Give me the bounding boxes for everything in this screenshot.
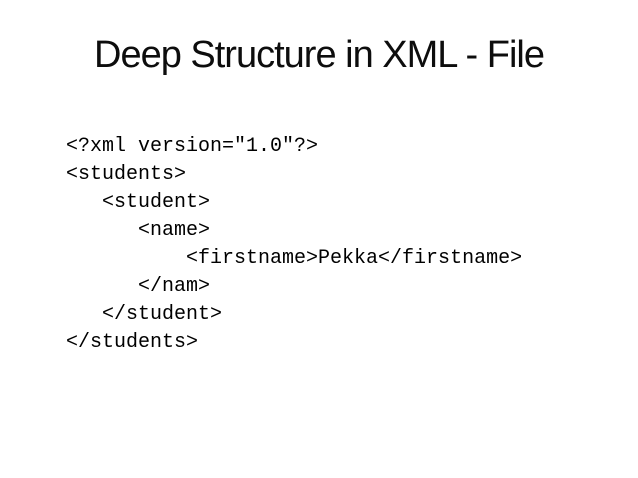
xml-code-block: <?xml version="1.0"?> <students> <studen… bbox=[66, 135, 523, 354]
slide-title: Deep Structure in XML - File bbox=[94, 34, 545, 76]
